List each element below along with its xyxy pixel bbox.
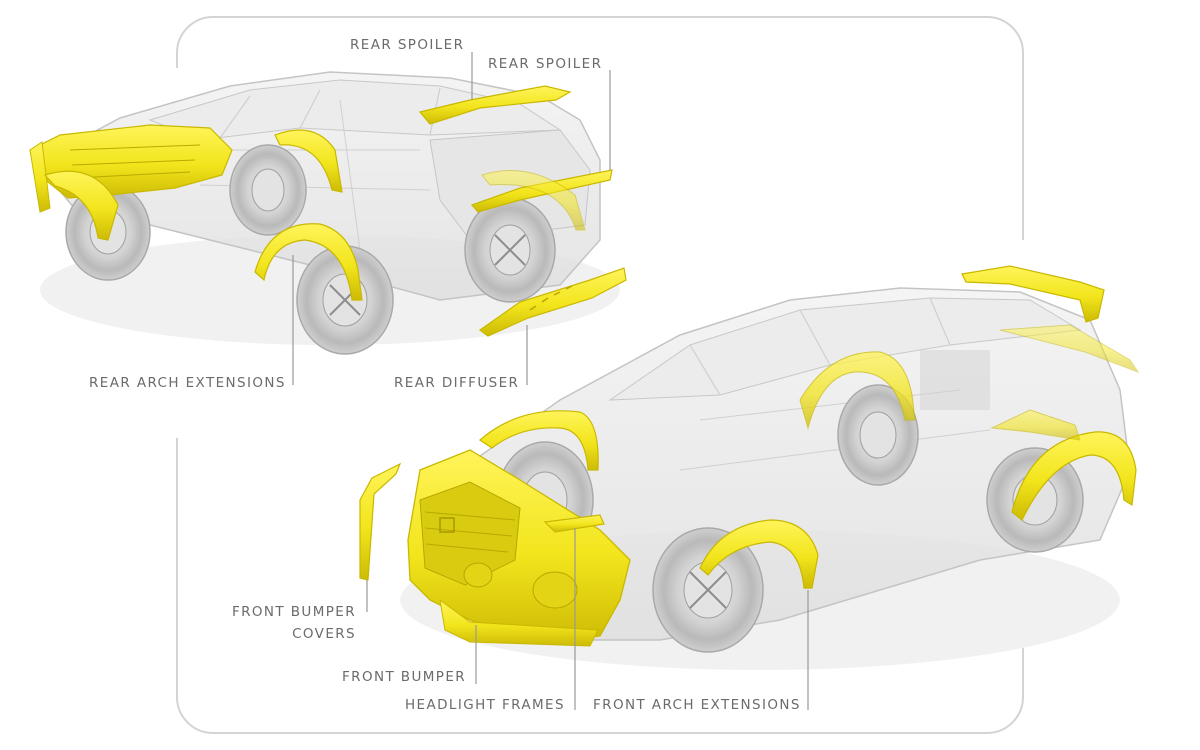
label-rear-diffuser: REAR DIFFUSER [394, 375, 520, 391]
label-front-arch-extensions: FRONT ARCH EXTENSIONS [593, 697, 801, 713]
part-rear-spoiler-front-view [961, 265, 1105, 323]
label-front-bumper-covers-line2: COVERS [292, 626, 356, 642]
car-front-view [359, 265, 1140, 670]
part-front-arch-rear-view [43, 170, 119, 241]
part-rear-arch-extension [254, 223, 363, 301]
part-front-arch-extension [699, 519, 819, 589]
label-front-bumper-covers: FRONT BUMPER COVERS [226, 603, 356, 643]
label-front-bumper-covers-line1: FRONT BUMPER [231, 604, 356, 620]
part-front-bumper-covers [359, 462, 402, 581]
label-headlight-frames: HEADLIGHT FRAMES [405, 697, 565, 713]
part-headlight-frames [543, 514, 605, 533]
part-rear-diffuser [478, 267, 627, 337]
label-front-bumper: FRONT BUMPER [342, 669, 467, 685]
car-rear-view [29, 71, 627, 355]
leader-lines [292, 52, 809, 710]
label-rear-arch-extensions: REAR ARCH EXTENSIONS [89, 375, 286, 391]
label-rear-spoiler-1: REAR SPOILER [350, 37, 465, 53]
label-rear-spoiler-2: REAR SPOILER [488, 56, 603, 72]
part-rear-spoiler-upper [418, 85, 572, 125]
